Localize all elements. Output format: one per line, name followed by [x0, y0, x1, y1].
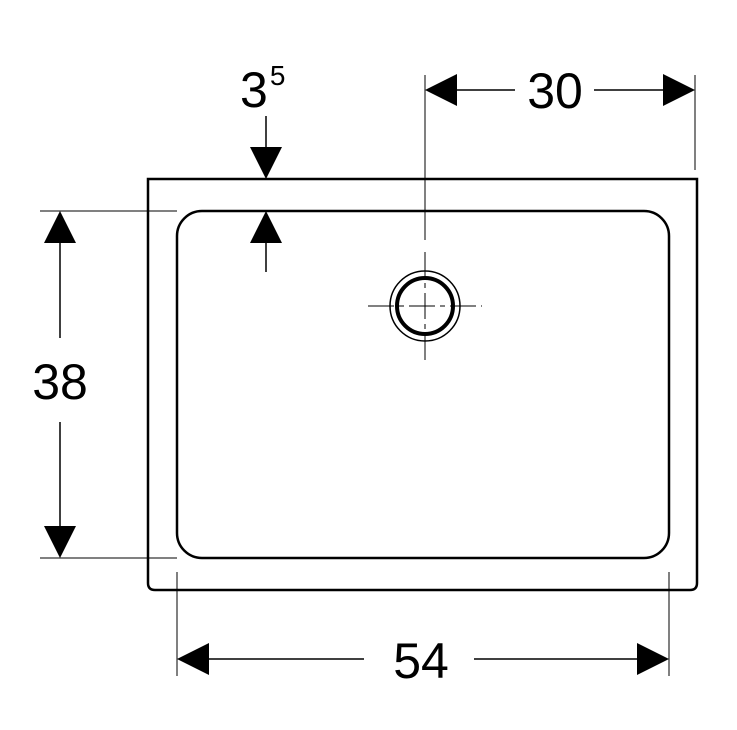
- depth-arrow-top: [44, 211, 76, 243]
- width-dimension: 54: [176, 572, 670, 689]
- rim-thickness-label: 35: [240, 60, 285, 118]
- rim-thickness-dimension: 35: [240, 60, 285, 272]
- rim-arrow-top: [250, 147, 282, 179]
- width-arrow-right: [637, 643, 669, 675]
- width-arrow-left: [177, 643, 209, 675]
- depth-dimension: 38: [32, 210, 177, 559]
- drain-offset-dimension: 30: [424, 63, 696, 240]
- rim-thickness-base: 3: [240, 62, 268, 118]
- depth-arrow-bottom: [44, 526, 76, 558]
- depth-label: 38: [32, 354, 88, 410]
- sink-outer-outline: [146, 177, 699, 592]
- rim-thickness-superscript: 5: [270, 60, 286, 91]
- drain-offset-label: 30: [527, 63, 583, 119]
- drain: [368, 252, 482, 362]
- drain-offset-arrow-left: [425, 74, 457, 106]
- rim-arrow-bottom: [250, 211, 282, 243]
- sink-inner-basin: [175, 209, 671, 560]
- width-label: 54: [393, 633, 449, 689]
- drain-offset-arrow-right: [663, 74, 695, 106]
